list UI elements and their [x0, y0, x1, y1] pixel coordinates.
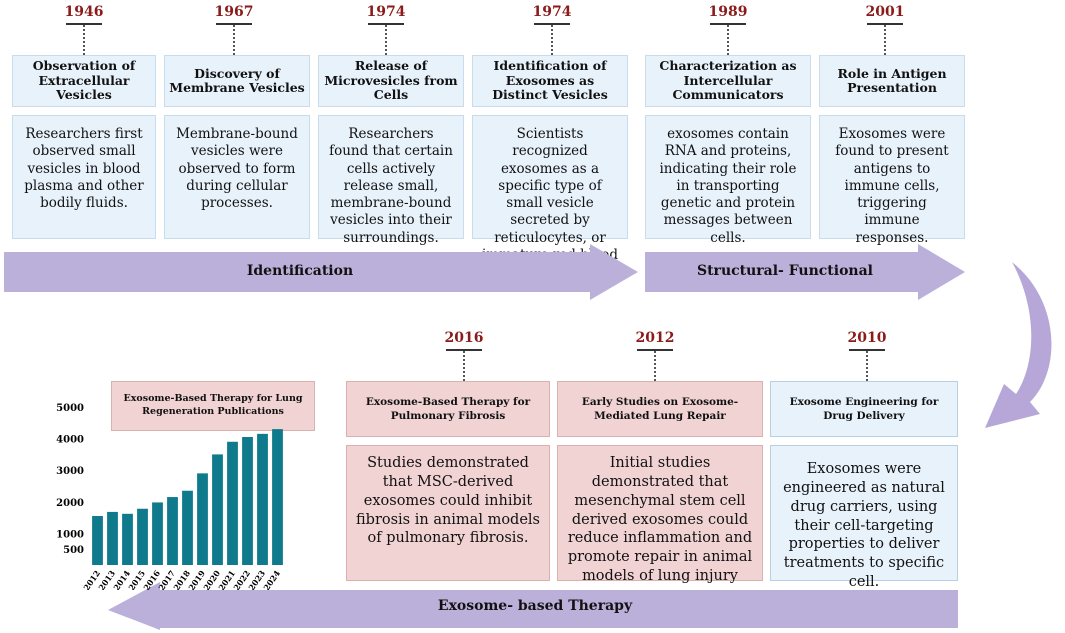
event-description: Researchers first observed small vesicle… [12, 115, 156, 239]
bar-2017 [167, 497, 178, 565]
bar-2020 [212, 454, 223, 565]
event-description: exosomes contain RNA and proteins, indic… [645, 115, 811, 246]
bar-2014 [122, 513, 133, 565]
chart-title: Exosome-Based Therapy for Lung Regenerat… [111, 381, 315, 431]
year-underline [66, 23, 102, 25]
year-label: 1974 [532, 4, 572, 20]
event-description: Membrane-bound vesicles were observed to… [164, 115, 310, 239]
event-description: Scientists recognized exosomes as a spec… [472, 115, 628, 280]
event-title: Discovery of Membrane Vesicles [164, 55, 310, 107]
event-title: Exosome Engineering for Drug Delivery [770, 381, 958, 437]
year-underline [368, 23, 404, 25]
publications-bar-chart: 5001000200030004000500020122013201420152… [56, 403, 283, 590]
year-underline [867, 23, 903, 25]
bar-2015 [137, 508, 148, 565]
bar-2019 [197, 473, 208, 565]
event-title: Role in Antigen Presentation [819, 55, 965, 107]
event-description: Studies demonstrated that MSC-derived ex… [346, 445, 550, 581]
year-underline [849, 349, 885, 351]
bar-2018 [182, 490, 193, 565]
year-underline [637, 349, 673, 351]
phase-label-therapy: Exosome- based Therapy [437, 598, 633, 614]
event-title: Identification of Exosomes as Distinct V… [472, 55, 628, 107]
year-label: 1946 [64, 4, 104, 20]
connector [551, 25, 553, 55]
event-title: Characterization as Intercellular Commun… [645, 55, 811, 107]
bar-2013 [107, 511, 118, 565]
year-label: 2016 [444, 330, 484, 346]
event-title: Early Studies on Exosome-Mediated Lung R… [557, 381, 763, 437]
event-title: Observation of Extracellular Vesicles [12, 55, 156, 107]
y-tick-label: 1000 [56, 529, 84, 540]
connector [654, 351, 656, 381]
bar-2021 [227, 441, 238, 565]
year-label: 2010 [847, 330, 887, 346]
structural-functional-arrow [645, 244, 965, 300]
connector [727, 25, 729, 55]
year-label: 1989 [708, 4, 748, 20]
event-description: Exosomes were engineered as natural drug… [770, 445, 958, 590]
identification-arrow [4, 244, 638, 300]
event-description: Exosomes were found to present antigens … [819, 115, 965, 246]
phase-label-identification: Identification [246, 263, 354, 279]
year-underline [216, 23, 252, 25]
y-tick-label: 500 [63, 545, 84, 556]
event-description: Researchers found that certain cells act… [318, 115, 464, 246]
x-tick-label: 2024 [261, 568, 282, 590]
y-tick-label: 3000 [56, 466, 84, 477]
therapy-arrow [108, 582, 958, 630]
event-title: Exosome-Based Therapy for Pulmonary Fibr… [346, 381, 550, 437]
year-underline [446, 349, 482, 351]
connector [866, 351, 868, 381]
bar-2022 [242, 437, 253, 565]
y-tick-label: 2000 [56, 498, 84, 509]
year-underline [710, 23, 746, 25]
year-underline [534, 23, 570, 25]
bar-2012 [92, 516, 103, 565]
event-title: Release of Microvesicles from Cells [318, 55, 464, 107]
bar-2024 [272, 429, 283, 565]
connector [884, 25, 886, 55]
phase-label-structural-functional: Structural- Functional [696, 263, 874, 279]
connector [83, 25, 85, 55]
year-label: 1974 [366, 4, 406, 20]
bar-2016 [152, 502, 163, 565]
connector [233, 25, 235, 55]
connector [385, 25, 387, 55]
year-label: 1967 [214, 4, 254, 20]
year-label: 2012 [635, 330, 675, 346]
y-tick-label: 5000 [56, 403, 84, 414]
curved-connector-arrow [985, 262, 1052, 428]
connector [463, 351, 465, 381]
y-tick-label: 4000 [56, 435, 84, 446]
bar-2023 [257, 433, 268, 565]
year-label: 2001 [865, 4, 905, 20]
event-description: Initial studies demonstrated that mesenc… [557, 445, 763, 584]
